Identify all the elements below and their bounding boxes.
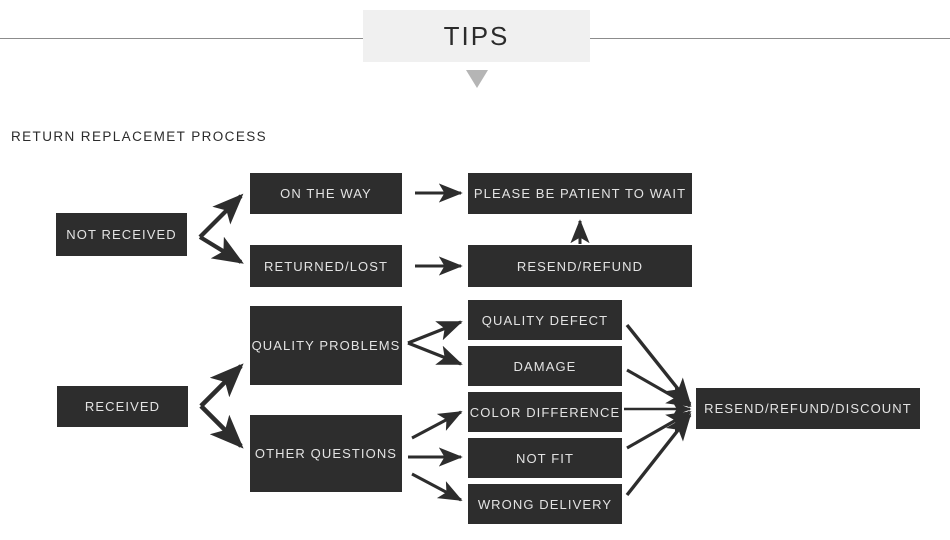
arrow-not-received-to-returned-lost — [198, 235, 244, 264]
node-wrong-delivery[interactable]: WRONG DELIVERY — [468, 484, 622, 524]
node-label: QUALITY PROBLEMS — [251, 338, 401, 353]
node-label: RECEIVED — [84, 399, 161, 414]
node-other-questions[interactable]: OTHER QUESTIONS — [250, 415, 402, 492]
node-resend-refund[interactable]: RESEND/REFUND — [468, 245, 692, 287]
arrow-quality-problems-to-quality-defect — [407, 320, 463, 345]
node-label: DAMAGE — [513, 358, 577, 374]
node-label: RESEND/REFUND/DISCOUNT — [704, 401, 912, 416]
node-returned-lost[interactable]: RETURNED/LOST — [250, 245, 402, 287]
arrow-other-questions-to-color-difference — [411, 410, 463, 440]
arrow-received-to-quality-problems — [199, 363, 244, 408]
arrow-not-received-to-on-the-way — [198, 193, 244, 239]
node-please-be-patient-to-wait[interactable]: PLEASE BE PATIENT TO WAIT — [468, 173, 692, 214]
node-resend-refund-discount[interactable]: RESEND/REFUND/DISCOUNT — [696, 388, 920, 429]
node-quality-defect[interactable]: QUALITY DEFECT — [468, 300, 622, 340]
arrow-not-fit-to-resend-refund-discount — [626, 410, 692, 450]
page-title: RETURN REPLACEMET PROCESS — [11, 129, 268, 144]
arrow-quality-defect-to-resend-refund-discount — [625, 323, 692, 406]
node-label: COLOR DIFFERENCE — [469, 404, 621, 420]
node-label: QUALITY DEFECT — [481, 312, 609, 328]
node-color-difference[interactable]: COLOR DIFFERENCE — [468, 392, 622, 432]
node-label: WRONG DELIVERY — [477, 496, 613, 512]
node-label: NOT FIT — [515, 450, 574, 466]
node-label: RETURNED/LOST — [263, 258, 389, 274]
tips-banner: TIPS — [363, 10, 590, 62]
triangle-down-icon — [466, 70, 488, 88]
tips-title: TIPS — [443, 21, 510, 51]
node-damage[interactable]: DAMAGE — [468, 346, 622, 386]
node-not-fit[interactable]: NOT FIT — [468, 438, 622, 478]
node-label: RESEND/REFUND — [516, 258, 644, 274]
node-label: PLEASE BE PATIENT TO WAIT — [473, 186, 687, 201]
header-band: TIPS — [0, 0, 950, 110]
node-label: ON THE WAY — [280, 186, 372, 201]
node-not-received[interactable]: NOT RECEIVED — [56, 213, 187, 256]
node-on-the-way[interactable]: ON THE WAY — [250, 173, 402, 214]
arrow-other-questions-to-wrong-delivery — [411, 472, 463, 502]
node-label: NOT RECEIVED — [66, 227, 177, 242]
node-label: OTHER QUESTIONS — [254, 446, 398, 461]
arrow-received-to-other-questions — [199, 404, 244, 449]
arrow-damage-to-resend-refund-discount — [626, 368, 692, 408]
arrow-quality-problems-to-damage — [407, 341, 463, 366]
node-received[interactable]: RECEIVED — [57, 386, 188, 427]
arrow-wrong-delivery-to-resend-refund-discount — [625, 413, 692, 497]
node-quality-problems[interactable]: QUALITY PROBLEMS — [250, 306, 402, 385]
